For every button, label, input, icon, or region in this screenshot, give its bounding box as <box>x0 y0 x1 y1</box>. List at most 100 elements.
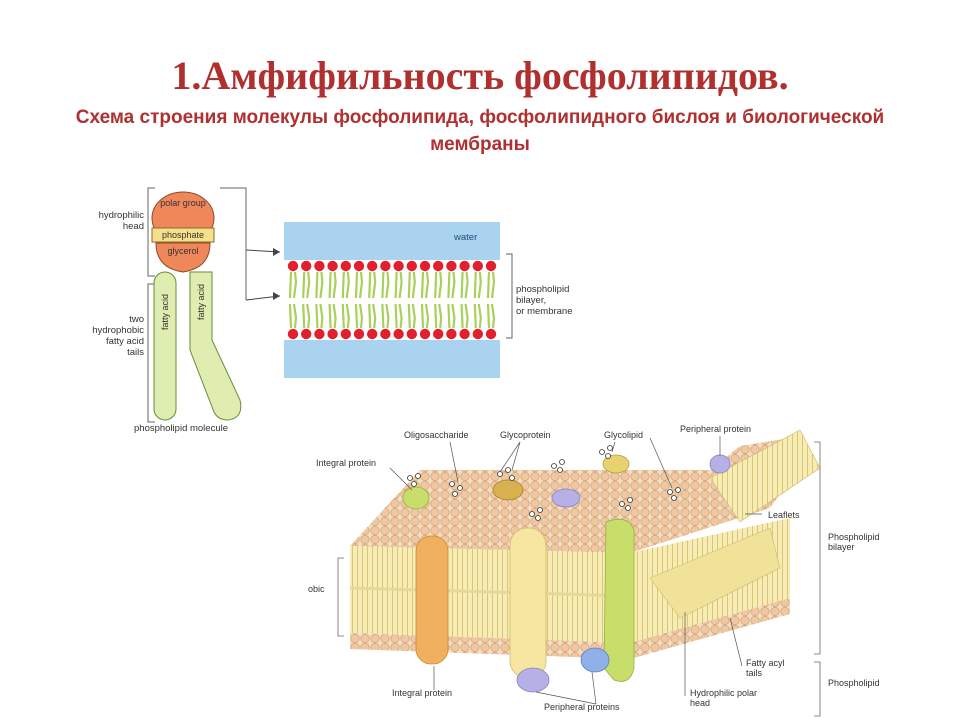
polar-group-text: polar group <box>160 198 206 208</box>
lipid-head-lower <box>380 328 391 340</box>
lipid-head-upper <box>353 260 365 272</box>
lipid-head-lower <box>327 328 338 340</box>
lipid-head-upper <box>406 260 417 272</box>
phosphate-band <box>151 227 215 243</box>
lipid-tail <box>407 271 416 299</box>
slide-title: 1.Амфифильность фосфолипидов. <box>171 53 789 98</box>
membrane-bottom-surface <box>350 598 790 659</box>
integral-protein-bottom-label: Integral protein <box>392 688 453 698</box>
slide-subtitle: Схема строения молекулы фосфолипида, фос… <box>75 107 885 155</box>
lipid-head-lower <box>314 328 325 340</box>
oligosaccharide-label: Oligosaccharide <box>404 430 469 440</box>
phosphate-text: phosphate <box>162 230 204 240</box>
bilayer-midline <box>349 586 631 598</box>
tail-bracket <box>147 283 155 423</box>
lipid-tail <box>460 303 469 329</box>
lipid-tail <box>354 303 364 329</box>
lipid-head-upper <box>287 260 299 272</box>
lipid-tail <box>328 303 337 329</box>
membrane-drawing <box>337 429 821 717</box>
peripheral-protein-top <box>709 454 731 474</box>
lipid-tail <box>341 303 350 329</box>
lipid-head-upper <box>446 260 457 272</box>
lipid-tail <box>315 303 324 329</box>
connector-line <box>220 187 247 300</box>
lipid-head-lower <box>287 328 299 340</box>
phospholipid-bilayer-label: Phospholipid bilayer <box>828 532 880 552</box>
lipid-head-upper <box>367 260 378 272</box>
lipid-head-upper <box>393 260 404 272</box>
lipid-head-lower <box>433 328 444 340</box>
hydrophilic-head-label: hydrophilic head <box>98 210 144 232</box>
lipid-tail <box>407 303 416 329</box>
fatty-acid-tail-2 <box>189 271 242 421</box>
integral-protein-top-label: Integral protein <box>316 458 377 468</box>
phospholipid-molecule-caption: phospholipid molecule <box>134 423 229 434</box>
lipid-head-lower <box>393 328 404 340</box>
peripheral-protein-bottom-right <box>580 647 610 673</box>
peripheral-protein-top-label: Peripheral protein <box>680 424 752 434</box>
biological-membrane-figure: Oligosaccharide Glycoprotein Glycolipid … <box>300 418 920 718</box>
lipid-head-lower <box>419 328 431 340</box>
bilayer-side-label: phospholipid bilayer, or membrane <box>516 284 573 317</box>
glycolipid-knob <box>602 454 630 474</box>
head-bracket <box>147 187 155 277</box>
lipid-head-lower <box>406 328 417 340</box>
lipid-tail <box>394 271 403 299</box>
lipid-head-upper <box>301 260 312 272</box>
peripheral-proteins-bottom-label: Peripheral proteins <box>544 702 620 712</box>
right-brackets <box>337 441 821 717</box>
lipid-head-lower <box>459 328 470 340</box>
lipid-tail <box>434 303 443 329</box>
leaflets-label: Leaflets <box>768 510 800 520</box>
lipid-tail <box>341 271 350 299</box>
integral-protein-left <box>415 535 449 665</box>
integral-protein-right <box>603 518 635 682</box>
lipid-head-upper <box>472 260 483 272</box>
glycoprotein-knob <box>492 479 524 501</box>
lipid-tail <box>315 271 324 299</box>
bilayer-core <box>284 260 500 340</box>
integral-protein-middle <box>509 527 547 679</box>
glycoprotein-label: Glycoprotein <box>500 430 551 440</box>
peripheral-protein-bottom-left <box>516 667 550 693</box>
lipid-tail <box>394 303 403 329</box>
lipid-tail <box>368 303 377 329</box>
water-label: water <box>454 232 478 243</box>
fatty-acid-text-1: fatty acid <box>160 294 170 330</box>
lipid-head-upper <box>327 260 338 272</box>
lipid-head-upper <box>314 260 325 272</box>
lipid-tail <box>368 271 377 299</box>
lipid-head-upper <box>433 260 444 272</box>
peripheral-protein-top-small <box>551 488 581 508</box>
lipid-head-lower <box>340 328 351 340</box>
lipid-tail <box>288 303 298 329</box>
arrow-head-top <box>273 248 280 256</box>
hydrophilic-polar-head-label: Hydrophilic polar head <box>690 688 758 708</box>
lipid-tail <box>302 271 311 299</box>
oligosaccharide-chains <box>407 445 681 521</box>
phospholipid-label: Phospholipid <box>828 678 880 688</box>
lipid-tail <box>302 303 311 329</box>
glycerol-shape <box>155 242 211 273</box>
lipid-tail <box>381 303 390 329</box>
lipid-tail <box>420 271 430 299</box>
lipid-head-upper <box>380 260 391 272</box>
lipid-head-lower <box>301 328 312 340</box>
hydrophobic-tails-label: two hydrophobic fatty acid tails <box>92 314 144 358</box>
lipid-tail <box>473 271 482 299</box>
lipid-head-lower <box>353 328 365 340</box>
lipid-head-upper <box>340 260 351 272</box>
integral-protein-top-knob <box>402 486 430 510</box>
fatty-acid-text-2: fatty acid <box>196 284 206 320</box>
fatty-acyl-tails-label: Fatty acyl tails <box>746 658 785 678</box>
fatty-acid-tail-1 <box>153 271 177 421</box>
lipid-tail <box>460 271 469 299</box>
lipid-head-lower <box>472 328 483 340</box>
lipid-tail <box>473 303 482 329</box>
lipid-tail <box>486 271 496 299</box>
lipid-tail <box>420 303 430 329</box>
lipid-tail <box>447 271 456 299</box>
leader-lines <box>389 436 762 705</box>
bilayer-figure: water <box>284 222 500 378</box>
